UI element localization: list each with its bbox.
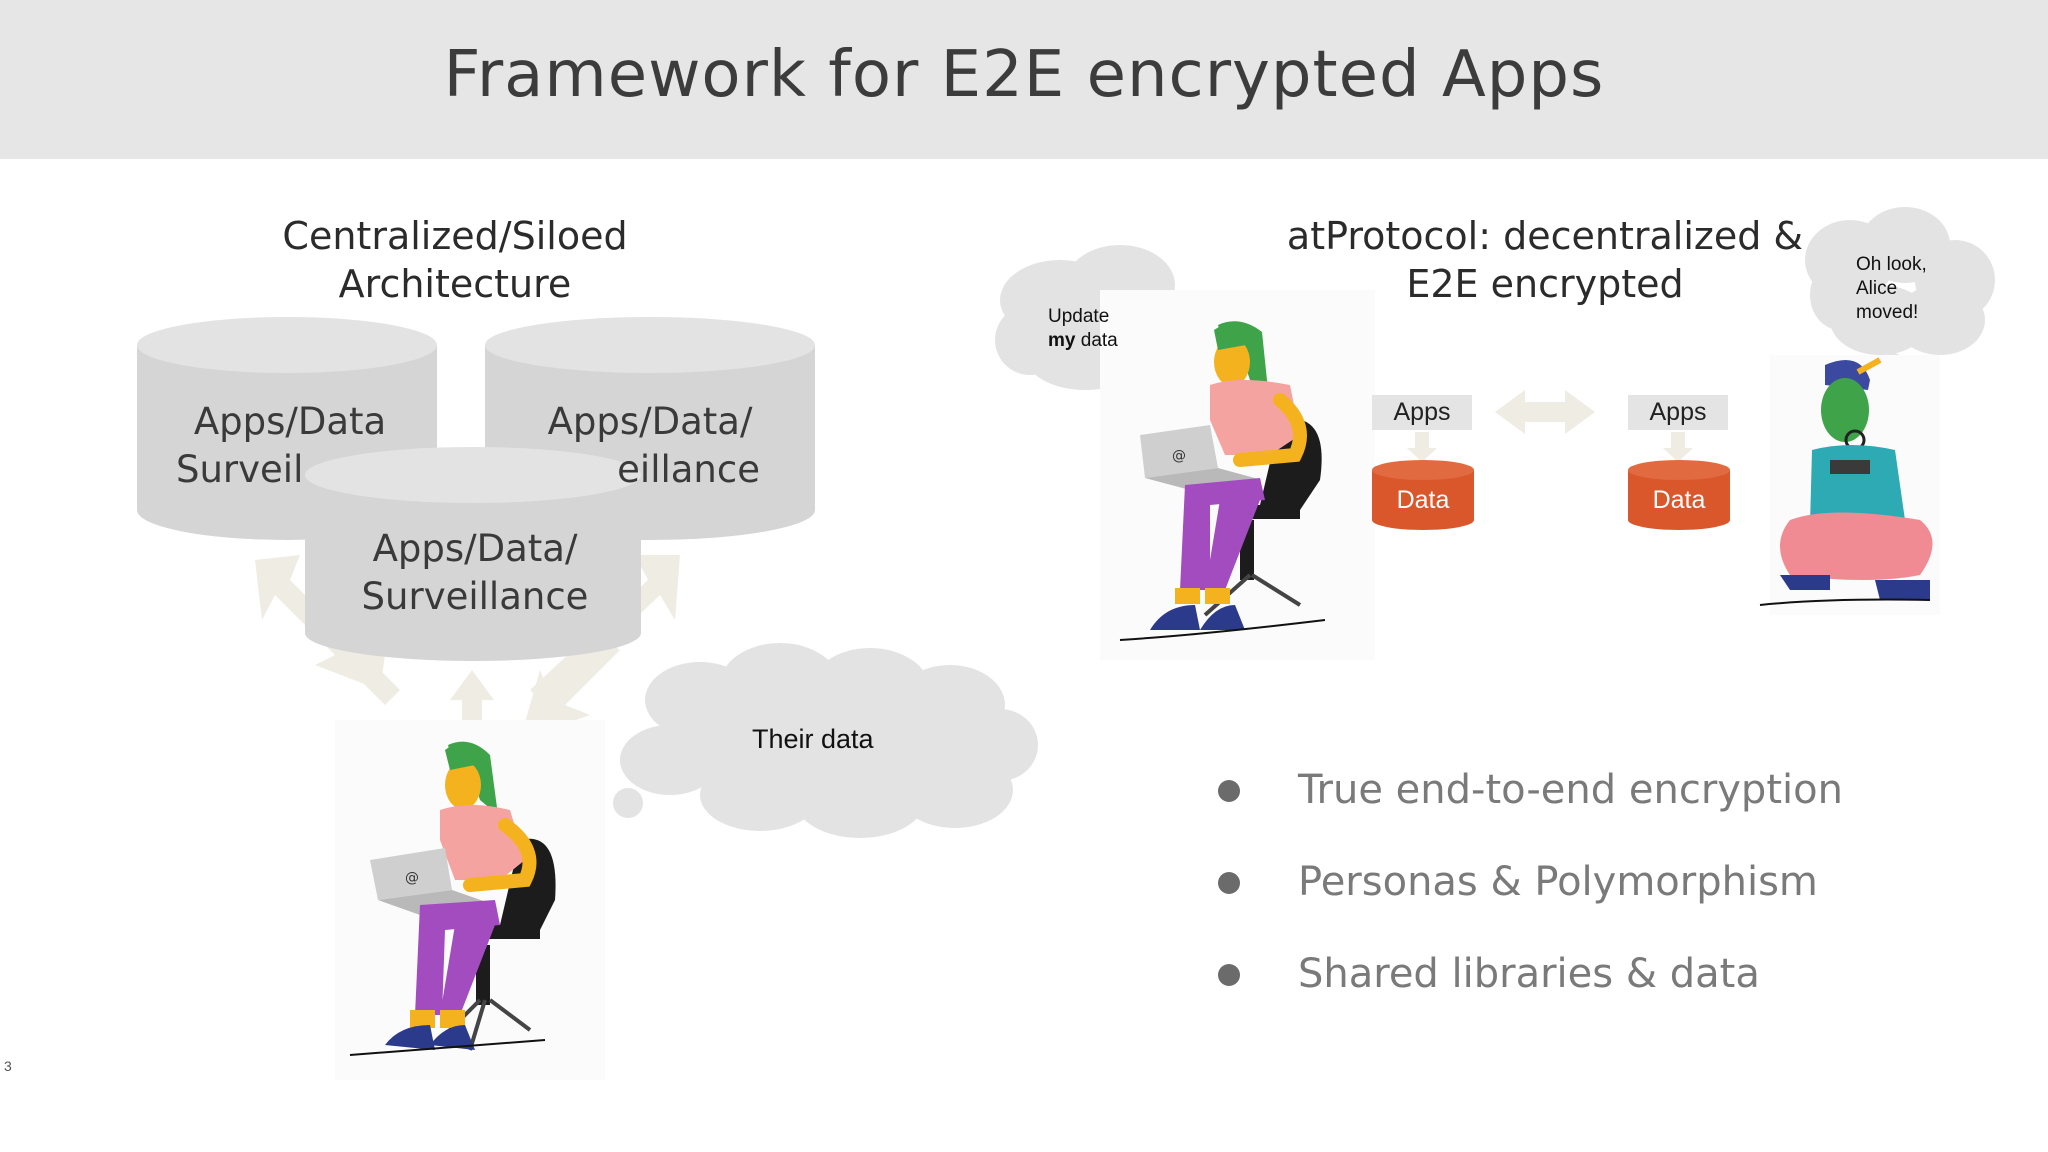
thought-text-bob: Oh look, Alice moved!	[1856, 253, 1927, 325]
svg-text:@: @	[1172, 448, 1186, 464]
thought-text-alice: Update my data	[1048, 305, 1118, 353]
left-heading-line2: Architecture	[338, 262, 572, 306]
apps-double-arrow	[1495, 390, 1595, 434]
right-heading-line2: E2E encrypted	[1406, 262, 1684, 306]
thought-cloud-bob	[1805, 207, 1995, 386]
thought-alice-bold: my	[1048, 330, 1076, 351]
thought-text-their-data: Their data	[752, 724, 874, 754]
bullet-text: Personas & Polymorphism	[1298, 859, 1818, 905]
cylinder-2-line1: Apps/Data/	[547, 400, 753, 443]
apps-data-arrow-left	[1407, 432, 1437, 462]
thought-bob-line3: moved!	[1856, 302, 1919, 323]
apps-box-left	[1372, 395, 1472, 430]
arrow-mid-right	[520, 640, 620, 740]
data-label-right: Data	[1652, 486, 1706, 514]
cylinder-3-label: Apps/Data/ Surveillance	[330, 525, 620, 621]
cylinder-silo-3	[305, 447, 641, 661]
thought-alice-rest: data	[1080, 330, 1118, 351]
bullet-dot	[1218, 964, 1240, 986]
bullet-dot	[1218, 872, 1240, 894]
apps-label-right: Apps	[1649, 398, 1707, 426]
apps-data-arrow-right	[1663, 432, 1693, 462]
feature-bullet-list: True end-to-end encryption Personas & Po…	[1210, 760, 1843, 1036]
left-heading-line1: Centralized/Siloed	[282, 214, 628, 258]
bullet-text: True end-to-end encryption	[1298, 767, 1843, 813]
right-heading-line1: atProtocol: decentralized &	[1286, 214, 1804, 258]
left-heading: Centralized/Siloed Architecture	[230, 212, 680, 308]
bullet-dot	[1218, 780, 1240, 802]
thought-alice-line1: Update	[1048, 306, 1110, 327]
thought-bob-line2: Alice	[1856, 278, 1898, 299]
cylinder-1-line2: Surveil	[176, 448, 304, 491]
bullet-text: Shared libraries & data	[1298, 951, 1760, 997]
right-heading: atProtocol: decentralized & E2E encrypte…	[1260, 212, 1830, 308]
data-store-left	[1372, 460, 1474, 530]
slide-title: Framework for E2E encrypted Apps	[443, 38, 1605, 112]
cylinder-3-line2: Surveillance	[361, 575, 589, 618]
svg-text:@: @	[405, 870, 419, 886]
person-bob-illustration	[1759, 355, 1940, 615]
person-left-illustration: @	[335, 720, 605, 1080]
bullet-item: Personas & Polymorphism	[1210, 852, 1843, 944]
apps-box-right	[1628, 395, 1728, 430]
cylinder-2-label: Apps/Data/ eillance	[520, 398, 780, 494]
title-bar	[0, 0, 2048, 159]
bullet-item: True end-to-end encryption	[1210, 760, 1843, 852]
thought-cloud-left	[552, 643, 1038, 838]
data-store-right	[1628, 460, 1730, 530]
data-label-left: Data	[1396, 486, 1450, 514]
cylinder-2-line2: eillance	[617, 448, 760, 491]
bullet-item: Shared libraries & data	[1210, 944, 1843, 1036]
cylinder-3-line1: Apps/Data/	[372, 527, 578, 570]
person-alice-illustration: @	[1100, 290, 1375, 660]
thought-alice-line2: my data	[1048, 329, 1118, 353]
thought-bob-line1: Oh look,	[1856, 254, 1927, 275]
slide-number: 3	[4, 1058, 12, 1074]
cylinder-1-label: Apps/Data Surveil	[160, 398, 420, 494]
apps-label-left: Apps	[1393, 398, 1451, 426]
cylinder-1-line1: Apps/Data	[193, 400, 387, 443]
